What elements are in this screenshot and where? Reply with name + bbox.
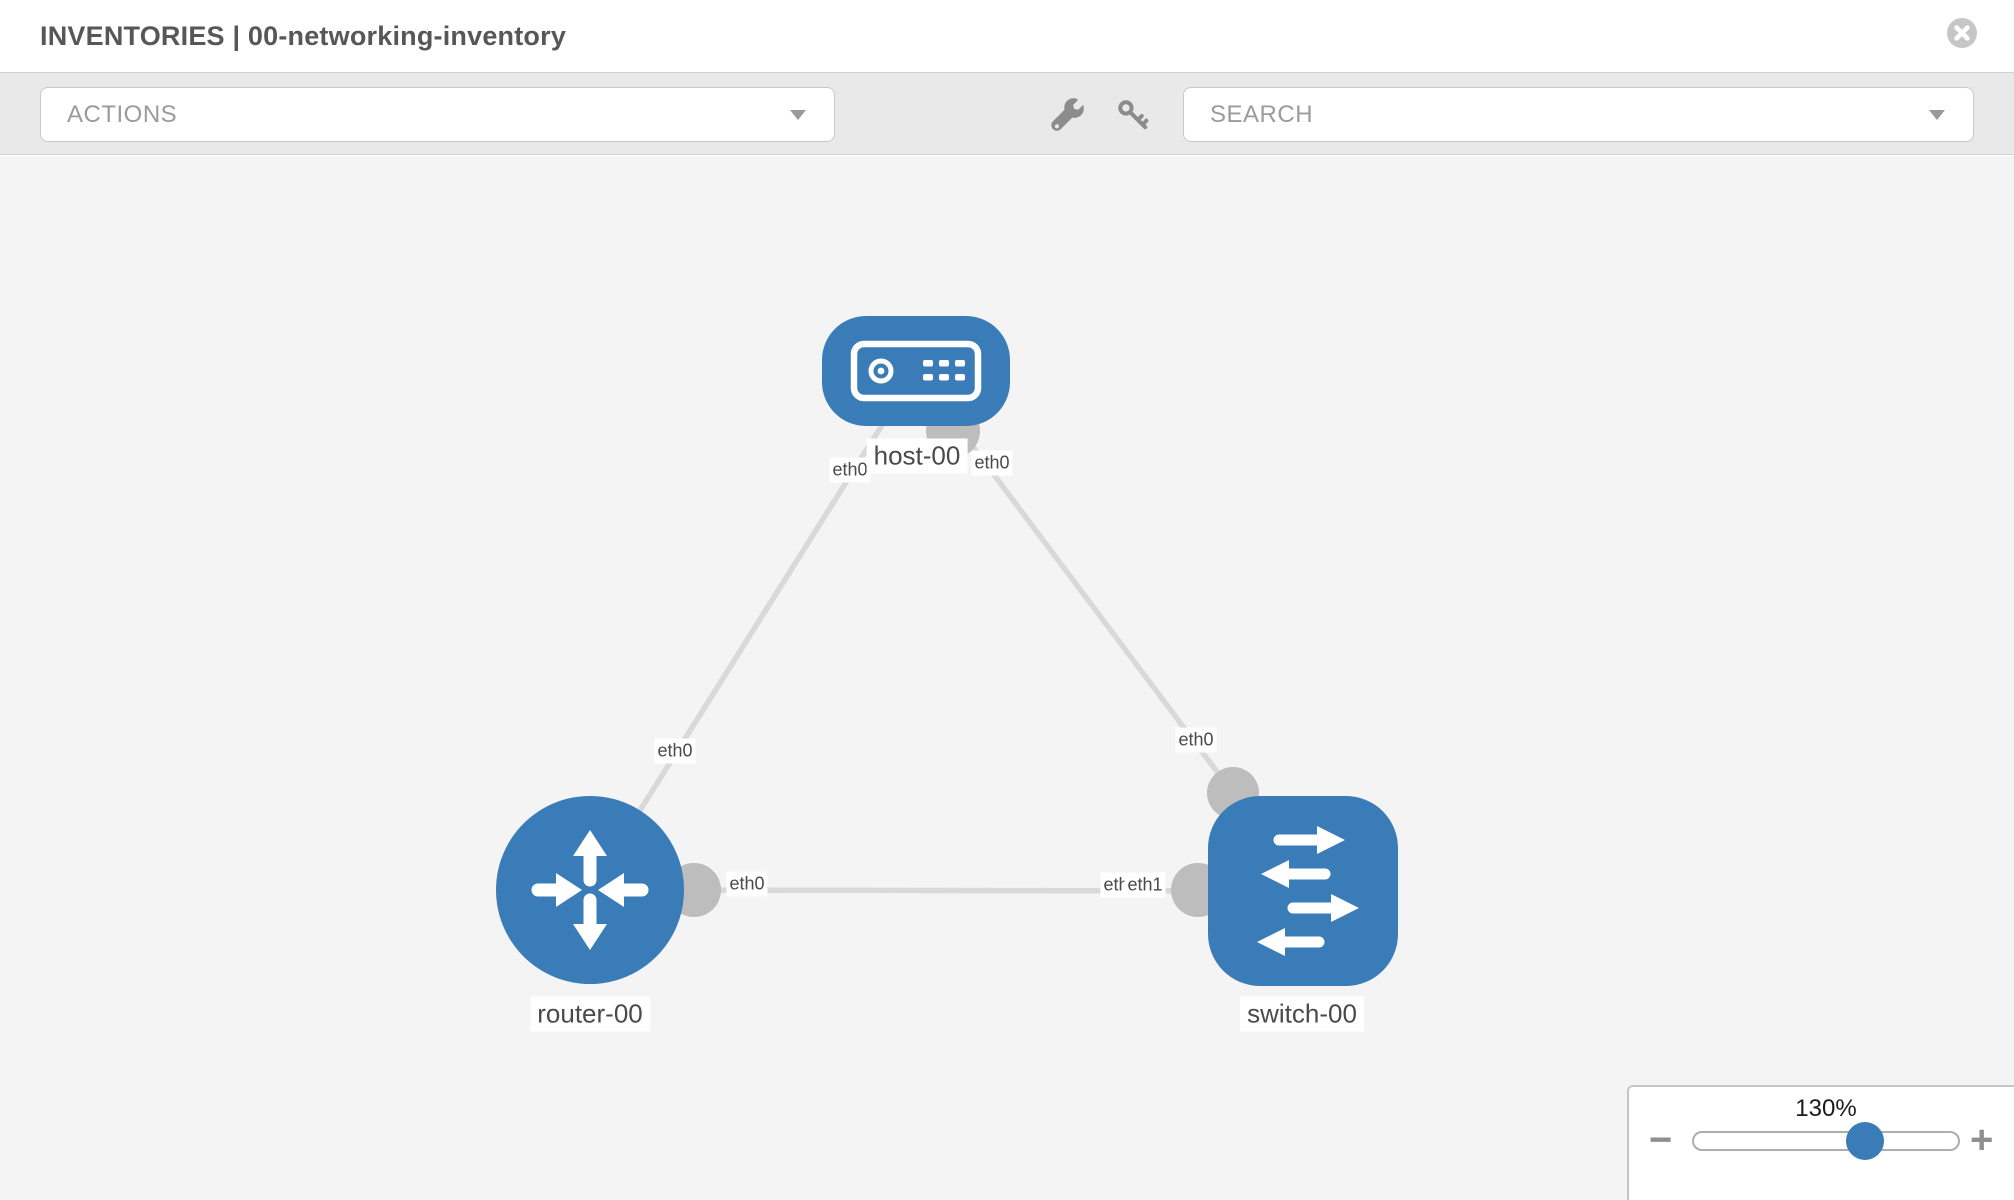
x-circle-icon — [1947, 18, 1977, 48]
port-label: eth0 — [654, 738, 696, 764]
actions-dropdown[interactable]: ACTIONS — [40, 87, 835, 142]
node-label: router-00 — [530, 996, 650, 1032]
node-label: host-00 — [866, 438, 968, 474]
configure-button[interactable] — [1050, 97, 1086, 133]
header-bar: INVENTORIES | 00-networking-inventory — [0, 0, 2014, 72]
node-switch-00[interactable] — [1208, 796, 1398, 986]
node-label: switch-00 — [1240, 996, 1364, 1032]
zoom-out-button[interactable]: − — [1649, 1118, 1673, 1162]
wrench-icon — [1051, 98, 1085, 131]
key-icon — [1118, 100, 1149, 130]
search-dropdown-label: SEARCH — [1210, 100, 1314, 128]
toolbar: ACTIONS SEARCH — [0, 72, 2014, 155]
port-label: eth0 — [1175, 727, 1217, 753]
topology-svg — [496, 316, 1398, 986]
router-arrows-icon — [531, 830, 649, 950]
chevron-down-icon — [790, 109, 806, 120]
port-label: eth1 — [1124, 872, 1166, 898]
actions-dropdown-label: ACTIONS — [67, 100, 178, 128]
close-button[interactable] — [1947, 18, 1977, 48]
zoom-in-button[interactable]: + — [1970, 1118, 1994, 1162]
search-dropdown[interactable]: SEARCH — [1183, 87, 1974, 142]
zoom-control-panel: 130% − + — [1627, 1085, 2014, 1200]
page-title: INVENTORIES | 00-networking-inventory — [40, 21, 567, 51]
zoom-slider-handle[interactable] — [1846, 1122, 1885, 1160]
port-label: eth0 — [971, 450, 1013, 476]
port-label: eth0 — [726, 871, 768, 897]
zoom-level-readout: 130% — [1795, 1095, 1857, 1122]
credentials-button[interactable] — [1115, 97, 1151, 133]
port-label: eth0 — [829, 457, 871, 483]
chevron-down-icon — [1929, 109, 1945, 120]
switch-arrows-icon — [1257, 826, 1359, 956]
node-router-00[interactable] — [496, 796, 684, 984]
node-host-00[interactable] — [822, 316, 1010, 426]
server-icon — [850, 340, 982, 402]
zoom-slider-track[interactable] — [1692, 1131, 1960, 1151]
